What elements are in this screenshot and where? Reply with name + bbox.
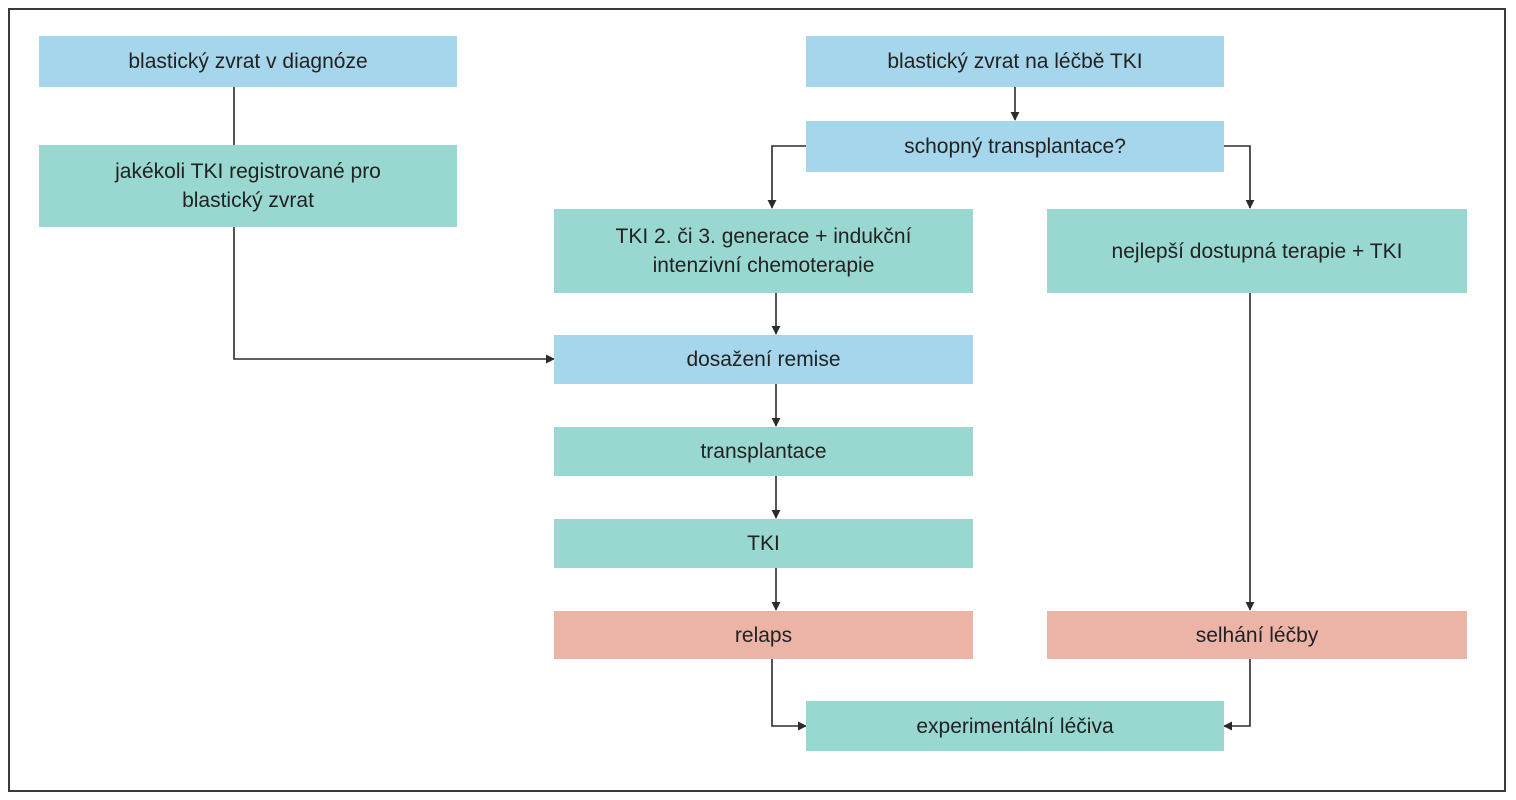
- box-any-registered-tki: jakékoli TKI registrované pro blastický …: [39, 145, 457, 227]
- box-tki-2nd-3rd-gen-chemo: TKI 2. či 3. generace + indukční intenzi…: [554, 209, 973, 293]
- box-label: relaps: [734, 623, 793, 647]
- arrow-relapse-to-experimental: [771, 659, 807, 731]
- box-label: selhání léčby: [1195, 623, 1319, 647]
- box-transplantation: transplantace: [554, 427, 973, 476]
- box-label: schopný transplantace?: [904, 135, 1126, 158]
- box-label: blastický zvrat na léčbě TKI: [887, 50, 1143, 73]
- box-blast-crisis-on-tki: blastický zvrat na léčbě TKI: [806, 36, 1224, 87]
- box-transplant-eligible-question: schopný transplantace?: [806, 121, 1224, 172]
- box-label: TKI: [747, 532, 780, 555]
- arrow-any-tki-to-remission: [233, 227, 555, 364]
- box-treatment-failure: selhání léčby: [1047, 611, 1467, 659]
- box-label: transplantace: [700, 440, 827, 463]
- arrow-eligible-to-tki-2-3-gen: [767, 145, 806, 209]
- box-label: experimentální léčiva: [916, 714, 1114, 738]
- box-label: jakékoli TKI registrované pro blastický …: [115, 160, 381, 212]
- box-label: blastický zvrat v diagnóze: [128, 50, 368, 73]
- box-blast-crisis-at-diagnosis: blastický zvrat v diagnóze: [39, 36, 457, 87]
- box-tki: TKI: [554, 519, 973, 568]
- arrow-eligible-to-best-available: [1224, 145, 1255, 209]
- box-label: TKI 2. či 3. generace + indukční intenzi…: [615, 225, 912, 277]
- box-experimental-drugs: experimentální léčiva: [806, 701, 1224, 751]
- diagram-frame: [8, 8, 1506, 792]
- box-best-available-therapy: nejlepší dostupná terapie + TKI: [1047, 209, 1467, 293]
- box-label: nejlepší dostupná terapie + TKI: [1111, 239, 1403, 263]
- box-label: dosažení remise: [686, 348, 841, 371]
- box-remission-achieved: dosažení remise: [554, 335, 973, 384]
- box-relapse: relaps: [554, 611, 973, 659]
- arrow-failure-to-experimental: [1223, 659, 1251, 731]
